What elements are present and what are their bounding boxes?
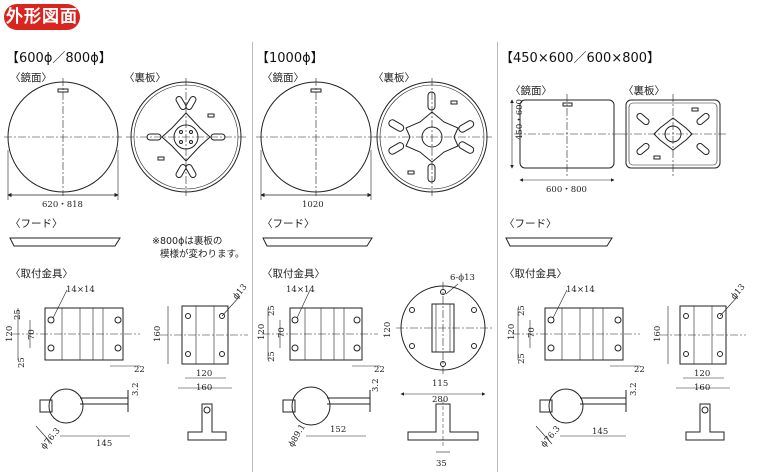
dim-text: 22 — [374, 365, 385, 375]
dim-text: 14×14 — [286, 285, 315, 295]
col3-hood-label: 〈フード〉 — [504, 218, 557, 230]
col3-bracket-label: 〈取付金具〉 — [504, 268, 567, 280]
col1-back-plate — [126, 78, 246, 196]
dim-text: 25 — [17, 357, 27, 368]
dim-text: 22 — [634, 365, 645, 375]
col2-bracket-label: 〈取付金具〉 — [262, 268, 325, 280]
dim-text: ϕ13 — [231, 282, 249, 301]
dim-text: 120 — [383, 322, 393, 338]
col1-bracket-side — [160, 295, 248, 389]
dim-text: 22 — [134, 365, 145, 375]
dim-text: 70 — [27, 329, 37, 340]
col3-pipe-clamp — [535, 388, 627, 445]
dim-text: 145 — [96, 439, 112, 449]
col1-hood-label: 〈フード〉 — [10, 218, 63, 230]
dim-text: 3.2 — [629, 382, 639, 396]
col2-mount-foot — [407, 400, 479, 453]
col2-mirror-face — [256, 78, 376, 200]
col3-back-plate — [620, 94, 728, 176]
dim-text: 25 — [267, 305, 277, 316]
col1-note-line1: ※800ϕは裏板の — [152, 236, 223, 247]
dim-text: 620・818 — [42, 200, 83, 210]
dim-text: 35 — [436, 459, 447, 469]
dim-text: 120 — [694, 369, 710, 379]
dim-text: 25 — [13, 309, 23, 320]
dim-text: 450・600 — [515, 99, 525, 140]
dim-text: ϕ76.3 — [39, 426, 63, 451]
dim-text: 120 — [507, 324, 517, 340]
dim-text: 25 — [267, 351, 277, 362]
dim-text: 25 — [517, 305, 527, 316]
col3-mirror-face — [510, 94, 620, 182]
dim-text: 160 — [196, 383, 212, 393]
dim-text: 3.2 — [371, 378, 381, 392]
col1-hood — [9, 237, 121, 247]
col3-back-label: 〈裏板〉 — [623, 85, 665, 97]
col2-back-plate — [374, 78, 492, 196]
col2-hood-label: 〈フード〉 — [262, 218, 315, 230]
dim-text: 280 — [432, 395, 448, 405]
dim-text: 160 — [694, 383, 710, 393]
col2-round-base — [396, 282, 494, 396]
col1-back-label: 〈裏板〉 — [124, 72, 166, 84]
dim-text: 14×14 — [566, 285, 595, 295]
col3-mount-foot — [685, 403, 725, 441]
section-badge: 外形図面 — [4, 4, 80, 30]
dim-text: 25 — [517, 353, 527, 364]
col1-title: 【600ϕ／800ϕ】 — [6, 51, 112, 66]
dim-text: 14×14 — [66, 285, 95, 295]
dim-text: 120 — [257, 324, 267, 340]
dim-text: ϕ89.1 — [287, 423, 308, 449]
column-divider — [497, 42, 498, 472]
dim-text: 115 — [432, 379, 448, 389]
col3-bracket-front — [512, 289, 640, 367]
col1-mirror-face — [4, 78, 122, 200]
col2-back-label: 〈裏板〉 — [373, 72, 415, 84]
col2-pipe-clamp — [282, 386, 371, 437]
dim-text: 70 — [527, 327, 537, 338]
dim-text: 1020 — [302, 200, 324, 210]
col2-bracket-front — [262, 289, 380, 367]
col1-bracket-front — [12, 289, 140, 367]
dim-text: 6-ϕ13 — [450, 273, 475, 283]
dim-text: 160 — [153, 326, 163, 342]
col1-pipe-clamp — [35, 388, 130, 445]
dim-text: 600・800 — [546, 185, 587, 195]
col1-bracket-label: 〈取付金具〉 — [10, 268, 73, 280]
col1-mirror-label: 〈鏡面〉 — [10, 72, 52, 84]
dim-text: ϕ13 — [729, 282, 747, 301]
col3-bracket-side — [660, 295, 746, 389]
dim-text: 120 — [196, 369, 212, 379]
col3-mirror-label: 〈鏡面〉 — [510, 85, 552, 97]
col2-mirror-label: 〈鏡面〉 — [262, 72, 304, 84]
col2-hood — [262, 237, 373, 247]
dim-text: 160 — [653, 326, 663, 342]
dim-text: ϕ76.3 — [539, 424, 563, 449]
col3-title: 【450×600／600×800】 — [500, 51, 661, 66]
col3-hood — [505, 237, 613, 247]
dim-text: 145 — [592, 427, 608, 437]
dim-text: 120 — [5, 326, 15, 342]
col2-title: 【1000ϕ】 — [256, 51, 324, 66]
column-divider — [252, 42, 253, 472]
dim-text: 3.2 — [131, 382, 141, 396]
col1-mount-foot — [187, 403, 227, 441]
dim-text: 70 — [277, 327, 287, 338]
dim-text: 152 — [330, 425, 346, 435]
col1-note-line2: 模様が変わります。 — [160, 249, 245, 260]
